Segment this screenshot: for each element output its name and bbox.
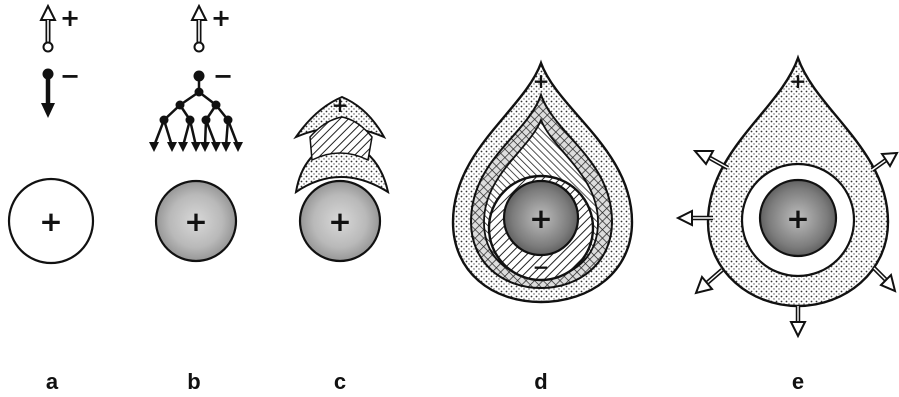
outward-arrow-icon (872, 153, 897, 170)
core-sign: + (529, 202, 552, 235)
panel-c: + + c (296, 93, 388, 394)
electron-sign: − (60, 62, 80, 90)
core-sign: + (328, 205, 351, 238)
ion-sign: + (211, 4, 231, 32)
core-sign: + (39, 205, 62, 238)
outward-arrow-icon (874, 268, 895, 291)
electron-down-arrow-icon (41, 69, 55, 119)
ion-up-arrow-icon (41, 6, 55, 52)
panel-label: b (187, 369, 200, 394)
outward-arrow-icon (791, 306, 805, 336)
tip-sign: + (533, 69, 550, 93)
electron-sign: − (213, 62, 233, 90)
panel-label: e (792, 369, 804, 394)
core-sign: + (184, 205, 207, 238)
panel-label: c (334, 369, 346, 394)
panel-b: + (149, 4, 243, 394)
ion-up-arrow-icon (192, 6, 206, 52)
tip-sign: + (790, 69, 807, 93)
tip-sign: + (332, 93, 349, 117)
inner-sign: − (533, 255, 550, 279)
ion-sign: + (60, 4, 80, 32)
outward-arrow-icon (695, 151, 728, 168)
panel-label: a (46, 369, 59, 394)
outward-arrow-icon (696, 270, 722, 293)
panel-a: + − + a (9, 4, 93, 394)
panel-e: + + (678, 58, 897, 394)
panel-d: + + − d (453, 63, 632, 394)
core-sign: + (786, 202, 809, 235)
panel-label: d (534, 369, 547, 394)
